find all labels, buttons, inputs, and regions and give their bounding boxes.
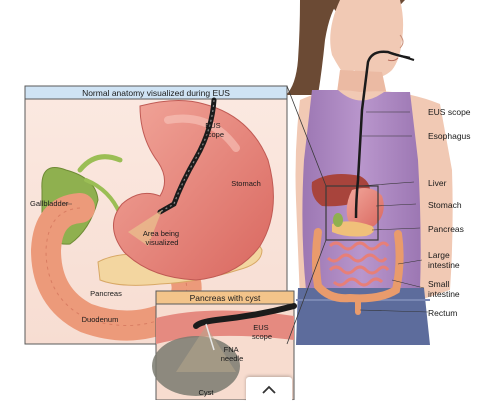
label-cyst-eus-scope: EUS scope: [252, 323, 272, 341]
label-small-intestine: Small intestine: [428, 279, 460, 299]
cyst-eus-scope: [193, 303, 297, 329]
chevron-up-icon: [262, 385, 276, 394]
label-inset-stomach: Stomach: [231, 179, 261, 188]
body-highlight-box: [325, 185, 379, 241]
collapse-button[interactable]: [246, 377, 292, 401]
label-inset-eus-scope: EUS scope: [204, 121, 224, 139]
label-body-stomach: Stomach: [428, 200, 462, 210]
hair: [286, 0, 340, 95]
body-organs: [311, 174, 404, 315]
label-cyst: Cyst: [199, 388, 215, 397]
fna-needle: [205, 323, 215, 351]
cyst-inset-title: Pancreas with cyst: [190, 293, 261, 303]
inset-title-bar: [24, 85, 288, 100]
label-liver: Liver: [428, 178, 447, 188]
large-intestine: [312, 228, 404, 303]
label-body-eus-scope: EUS scope: [428, 107, 471, 117]
pants: [296, 288, 430, 345]
label-inset-pancreas: Pancreas: [90, 289, 122, 298]
body-pancreas: [332, 221, 374, 237]
face: [330, 0, 404, 80]
label-fna-needle: FNA needle: [221, 345, 244, 363]
label-gallbladder: Gallbladder: [30, 199, 69, 208]
label-esophagus: Esophagus: [428, 131, 471, 141]
label-rectum: Rectum: [428, 308, 457, 318]
label-large-intestine: Large intestine: [428, 250, 460, 270]
label-body-pancreas: Pancreas: [428, 224, 464, 234]
inset-title: Normal anatomy visualized during EUS: [82, 88, 230, 98]
cyst-title-bar: [155, 290, 295, 305]
label-area-visualized: Area being visualized: [143, 229, 181, 247]
label-duodenum: Duodenum: [82, 315, 119, 324]
inset-connector: [286, 85, 327, 345]
ultrasound-beam: [128, 210, 162, 246]
leader-lines: [359, 111, 429, 313]
